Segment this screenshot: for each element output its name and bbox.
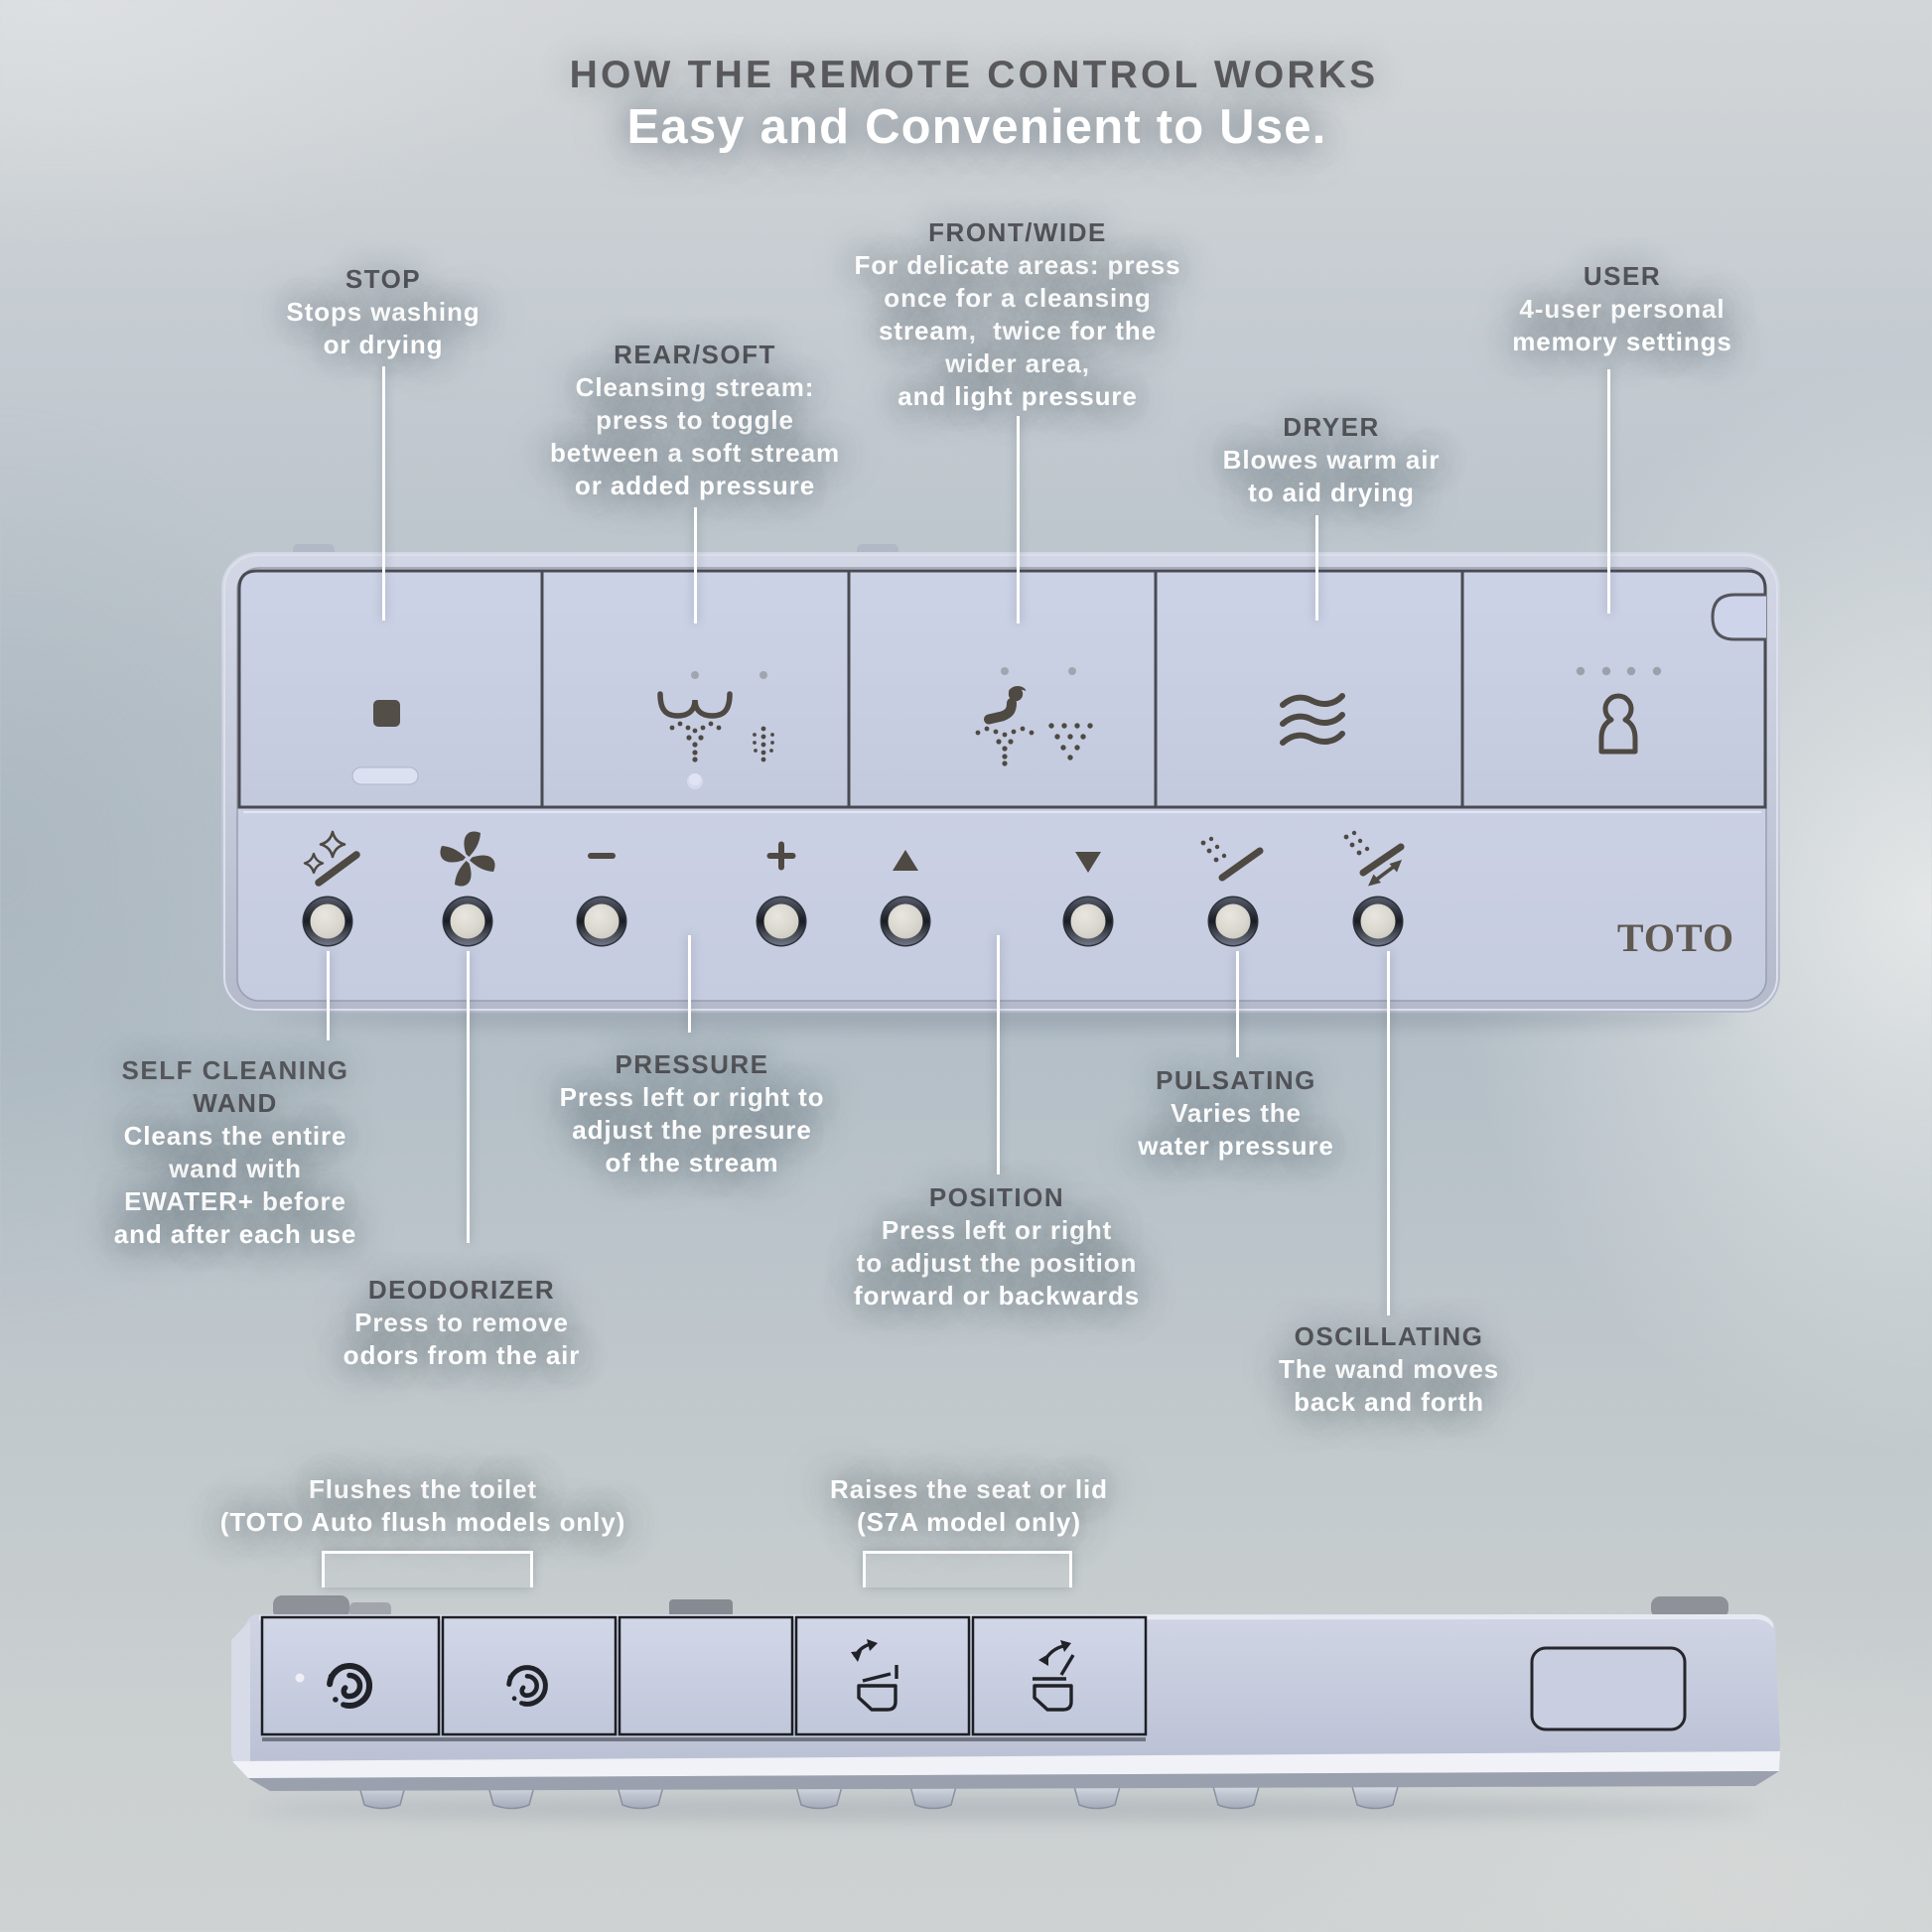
svg-text:TOTO: TOTO	[1617, 915, 1734, 960]
